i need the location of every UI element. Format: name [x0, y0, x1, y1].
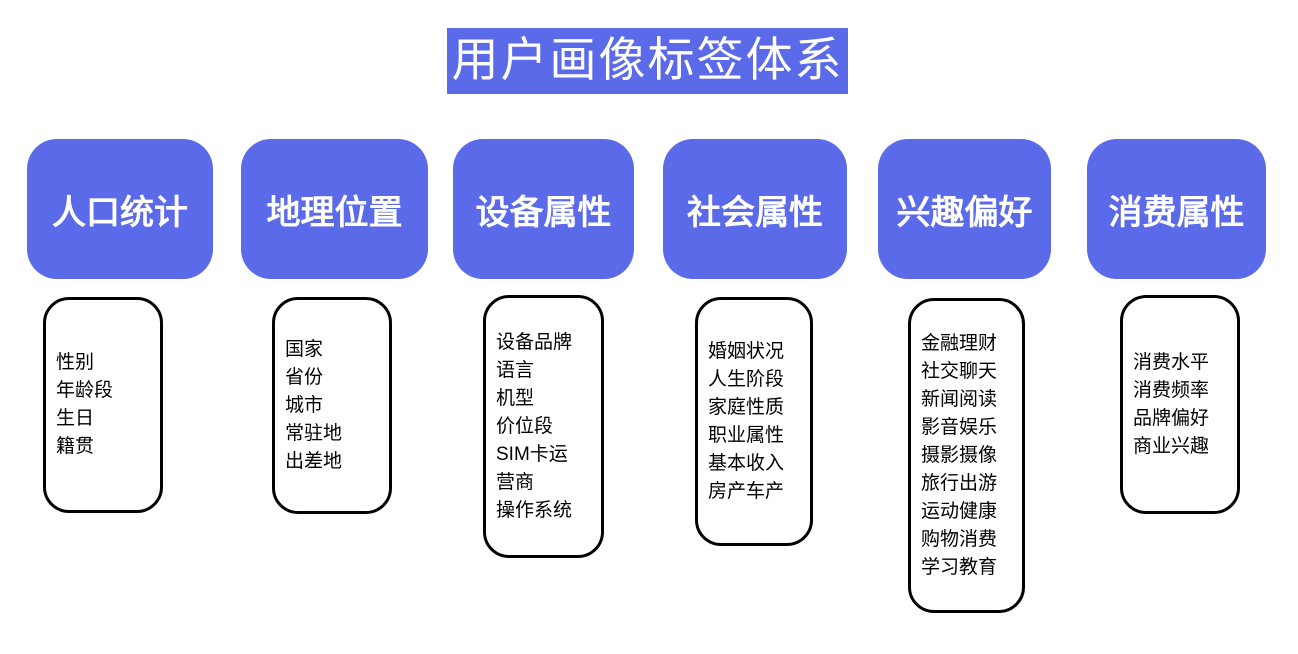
header-device-attributes: 设备属性 — [453, 139, 634, 279]
tag-label: 国家 — [285, 338, 324, 360]
tag-label: 性别 — [56, 352, 95, 373]
tag-label: 摄影摄像 — [921, 444, 998, 466]
items-social-attributes: 婚姻状况人生阶段家庭性质职业属性基本收入房产车产 — [695, 297, 813, 546]
header-social-attributes: 社会属性 — [663, 139, 847, 279]
tag-label: 购物消费 — [921, 528, 998, 550]
tag-label: 常驻地 — [285, 422, 343, 444]
tag-label: 省份 — [285, 366, 324, 388]
tag-label: 房产车产 — [708, 480, 785, 502]
tag-label: 出差地 — [285, 450, 343, 472]
tag-label: 生日 — [56, 408, 95, 429]
tag-label: 旅行出游 — [921, 472, 998, 494]
tag-label: 消费水平 — [1133, 351, 1210, 373]
tag-label: 营商 — [496, 471, 535, 493]
tag-label: 运动健康 — [921, 500, 998, 522]
tag-label: 设备品牌 — [496, 331, 573, 353]
items-consumption-attributes: 消费水平消费频率品牌偏好商业兴趣 — [1120, 295, 1240, 514]
items-geo-location: 国家省份城市常驻地出差地 — [272, 297, 392, 514]
tag-label: 学习教育 — [921, 556, 998, 578]
tag-label: 金融理财 — [921, 332, 998, 354]
items-device-attributes: 设备品牌语言机型价位段 SIM卡运营商操作系统 — [483, 295, 604, 558]
items-demographics: 性别年龄段生日籍贯 — [43, 297, 163, 513]
tag-label: 商业兴趣 — [1133, 435, 1210, 457]
tag-label: 机型 — [496, 387, 535, 409]
tag-label: 职业属性 — [708, 424, 785, 446]
page-title: 用户画像标签体系 — [447, 28, 848, 94]
tag-label: SIM卡运 — [496, 443, 568, 465]
header-geo-location: 地理位置 — [241, 139, 428, 279]
tag-label: 城市 — [285, 394, 324, 416]
tag-label: 社交聊天 — [921, 360, 998, 382]
tag-label: 新闻阅读 — [921, 388, 998, 410]
tag-label: 籍贯 — [56, 436, 95, 457]
tag-label: 家庭性质 — [708, 396, 785, 418]
tag-label: 年龄段 — [56, 380, 114, 401]
header-interest-preferences: 兴趣偏好 — [878, 139, 1051, 279]
tag-label: 语言 — [496, 359, 535, 381]
items-interest-preferences: 金融理财社交聊天新闻阅读影音娱乐摄影摄像旅行出游运动健康购物消费学习教育 — [908, 298, 1025, 613]
header-consumption-attributes: 消费属性 — [1087, 139, 1266, 279]
tag-label: 影音娱乐 — [921, 416, 998, 438]
tag-label: 婚姻状况 — [708, 340, 785, 362]
tag-label: 价位段 — [496, 415, 554, 437]
tag-label: 操作系统 — [496, 499, 573, 521]
tag-label: 消费频率 — [1133, 379, 1210, 401]
tag-label: 基本收入 — [708, 452, 785, 474]
tag-label: 人生阶段 — [708, 368, 785, 390]
tag-label: 品牌偏好 — [1133, 407, 1210, 429]
header-demographics: 人口统计 — [27, 139, 213, 279]
